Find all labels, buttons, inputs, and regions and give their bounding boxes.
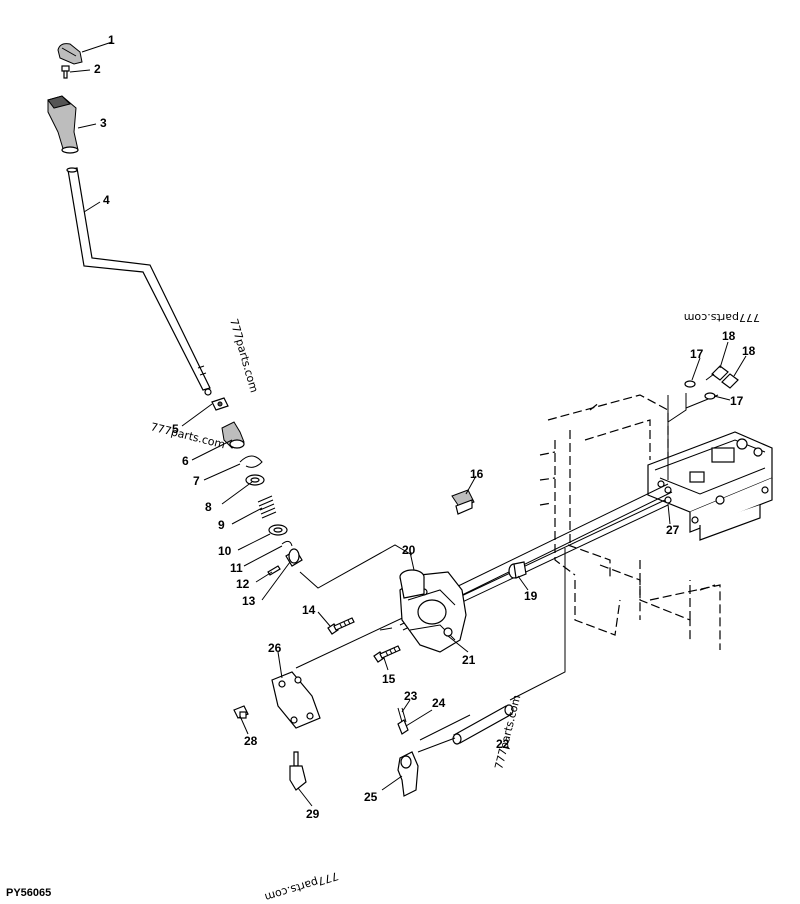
callout-labels: 1 2 3 4 5 6 7 8 9 10 11 12 13 14 15 16 1… [94,33,756,821]
part-23-pin [397,707,407,723]
part-29-sensor [289,751,307,791]
part-8-washer [245,474,265,486]
callout-6: 6 [182,454,189,468]
watermark-4: 777parts.com [492,694,523,771]
part-6-boot [221,421,245,449]
part-17-washer-left [684,380,696,388]
part-5-clip [211,397,229,411]
callout-25: 25 [364,790,378,804]
callout-3: 3 [100,116,107,130]
part-20-housing-boss [399,569,425,599]
part-22-rod-link [452,704,514,745]
callout-10: 10 [218,544,232,558]
callout-24: 24 [432,696,446,710]
callout-13: 13 [242,594,256,608]
callout-16: 16 [470,467,484,481]
assembly-leaders [295,393,719,741]
part-17-washer-right [704,392,716,400]
callout-18a: 18 [722,329,736,343]
part-7-snap-ring [239,455,263,468]
part-19-bushing [508,561,527,579]
callout-1: 1 [108,33,115,47]
callout-12: 12 [236,577,250,591]
callout-28: 28 [244,734,258,748]
part-1-knob-cap [57,43,83,65]
callout-leaders [69,41,747,807]
callout-26: 26 [268,641,282,655]
transmission-housing-outline [539,394,721,650]
callout-4: 4 [103,193,110,207]
part-18-bolt-right [721,373,739,389]
part-18-bolt-left [705,365,729,381]
callout-20: 20 [402,543,416,557]
part-16-plug [451,489,475,515]
callout-5: 5 [172,422,179,436]
watermark-2: 777parts.com [149,420,226,451]
callout-17a: 17 [690,347,704,361]
callout-7: 7 [193,474,200,488]
part-15-bolt [373,645,401,663]
watermark-3: 777parts.com [684,311,760,324]
callout-23: 23 [404,689,418,703]
part-2-screw [61,65,70,79]
part-10-washer [268,524,288,536]
callout-17b: 17 [730,394,744,408]
part-28-bolt [233,705,249,719]
figure-id: PY56065 [6,887,51,899]
callout-9: 9 [218,518,225,532]
part-24-pin [397,719,409,735]
part-27-fitting [664,496,672,504]
part-14-bolt [327,617,355,635]
callout-22: 22 [496,737,510,751]
callout-2: 2 [94,62,101,76]
callout-29: 29 [306,807,320,821]
part-25-shift-arm [397,737,456,797]
part-9-spring [257,495,277,519]
callout-11: 11 [230,561,243,575]
watermark-5: 777parts.com [263,869,340,904]
callout-8: 8 [205,500,212,514]
callout-21: 21 [462,653,476,667]
part-26-cover-plate [271,671,321,729]
callout-14: 14 [302,603,316,617]
callout-15: 15 [382,672,396,686]
valve-block [647,431,773,541]
part-11-clip [281,540,293,547]
callout-18b: 18 [742,344,756,358]
watermark-1: 777parts.com [227,317,261,394]
part-3-knob [47,95,79,154]
callout-19: 19 [524,589,538,603]
part-4-shift-lever [66,167,212,396]
callout-27: 27 [666,523,680,537]
